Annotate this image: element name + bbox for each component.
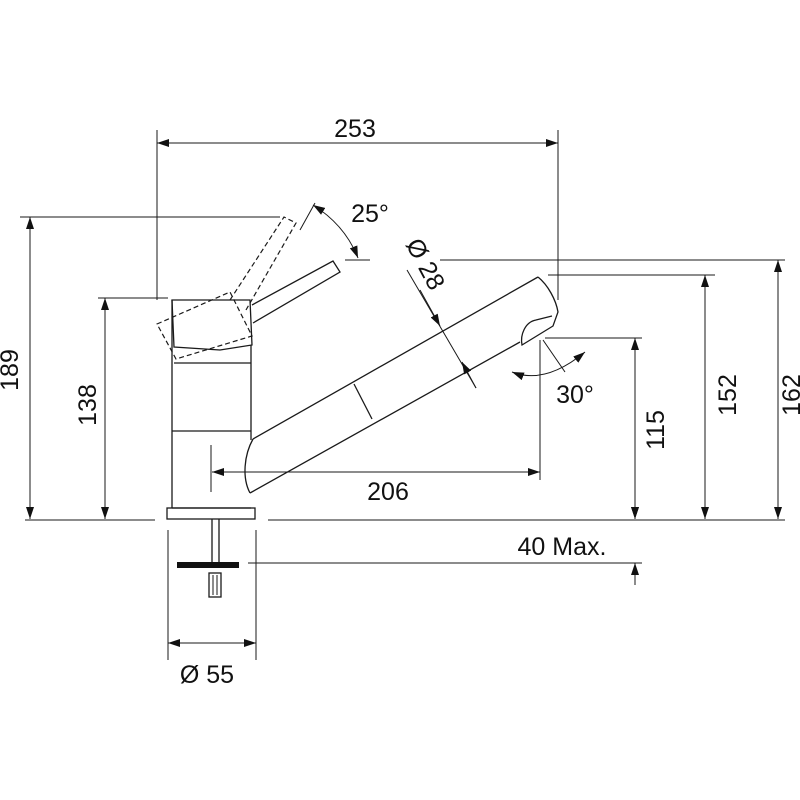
dimension-25-degrees <box>299 202 370 261</box>
dimension-30-degrees <box>511 339 586 381</box>
spout <box>244 276 559 494</box>
label-253: 253 <box>334 115 376 143</box>
label-30-degrees: 30° <box>556 381 594 409</box>
label-189: 189 <box>0 349 24 391</box>
lever <box>251 260 341 324</box>
dimension-138 <box>98 297 168 519</box>
dimension-55 <box>167 530 257 660</box>
dimension-253 <box>156 130 559 300</box>
label-diameter-55: Ø 55 <box>180 661 234 689</box>
label-25-degrees: 25° <box>351 200 389 228</box>
dimension-115 <box>545 337 642 519</box>
label-115: 115 <box>642 410 670 450</box>
dimension-189 <box>20 216 280 519</box>
label-162: 162 <box>778 374 800 416</box>
dimension-152 <box>548 274 715 519</box>
dimension-206 <box>210 340 541 492</box>
label-138: 138 <box>74 384 102 426</box>
dimension-162 <box>440 259 785 519</box>
label-152: 152 <box>714 374 742 416</box>
label-206: 206 <box>367 478 409 506</box>
dimension-28-diameter <box>406 269 477 389</box>
lever-raised-dashed <box>156 216 297 360</box>
label-40-max: 40 Max. <box>518 533 607 561</box>
faucet-body <box>166 299 256 520</box>
dimension-40-max <box>248 495 642 585</box>
label-diameter-28: Ø 28 <box>400 234 450 295</box>
mounting-rod <box>177 519 239 598</box>
